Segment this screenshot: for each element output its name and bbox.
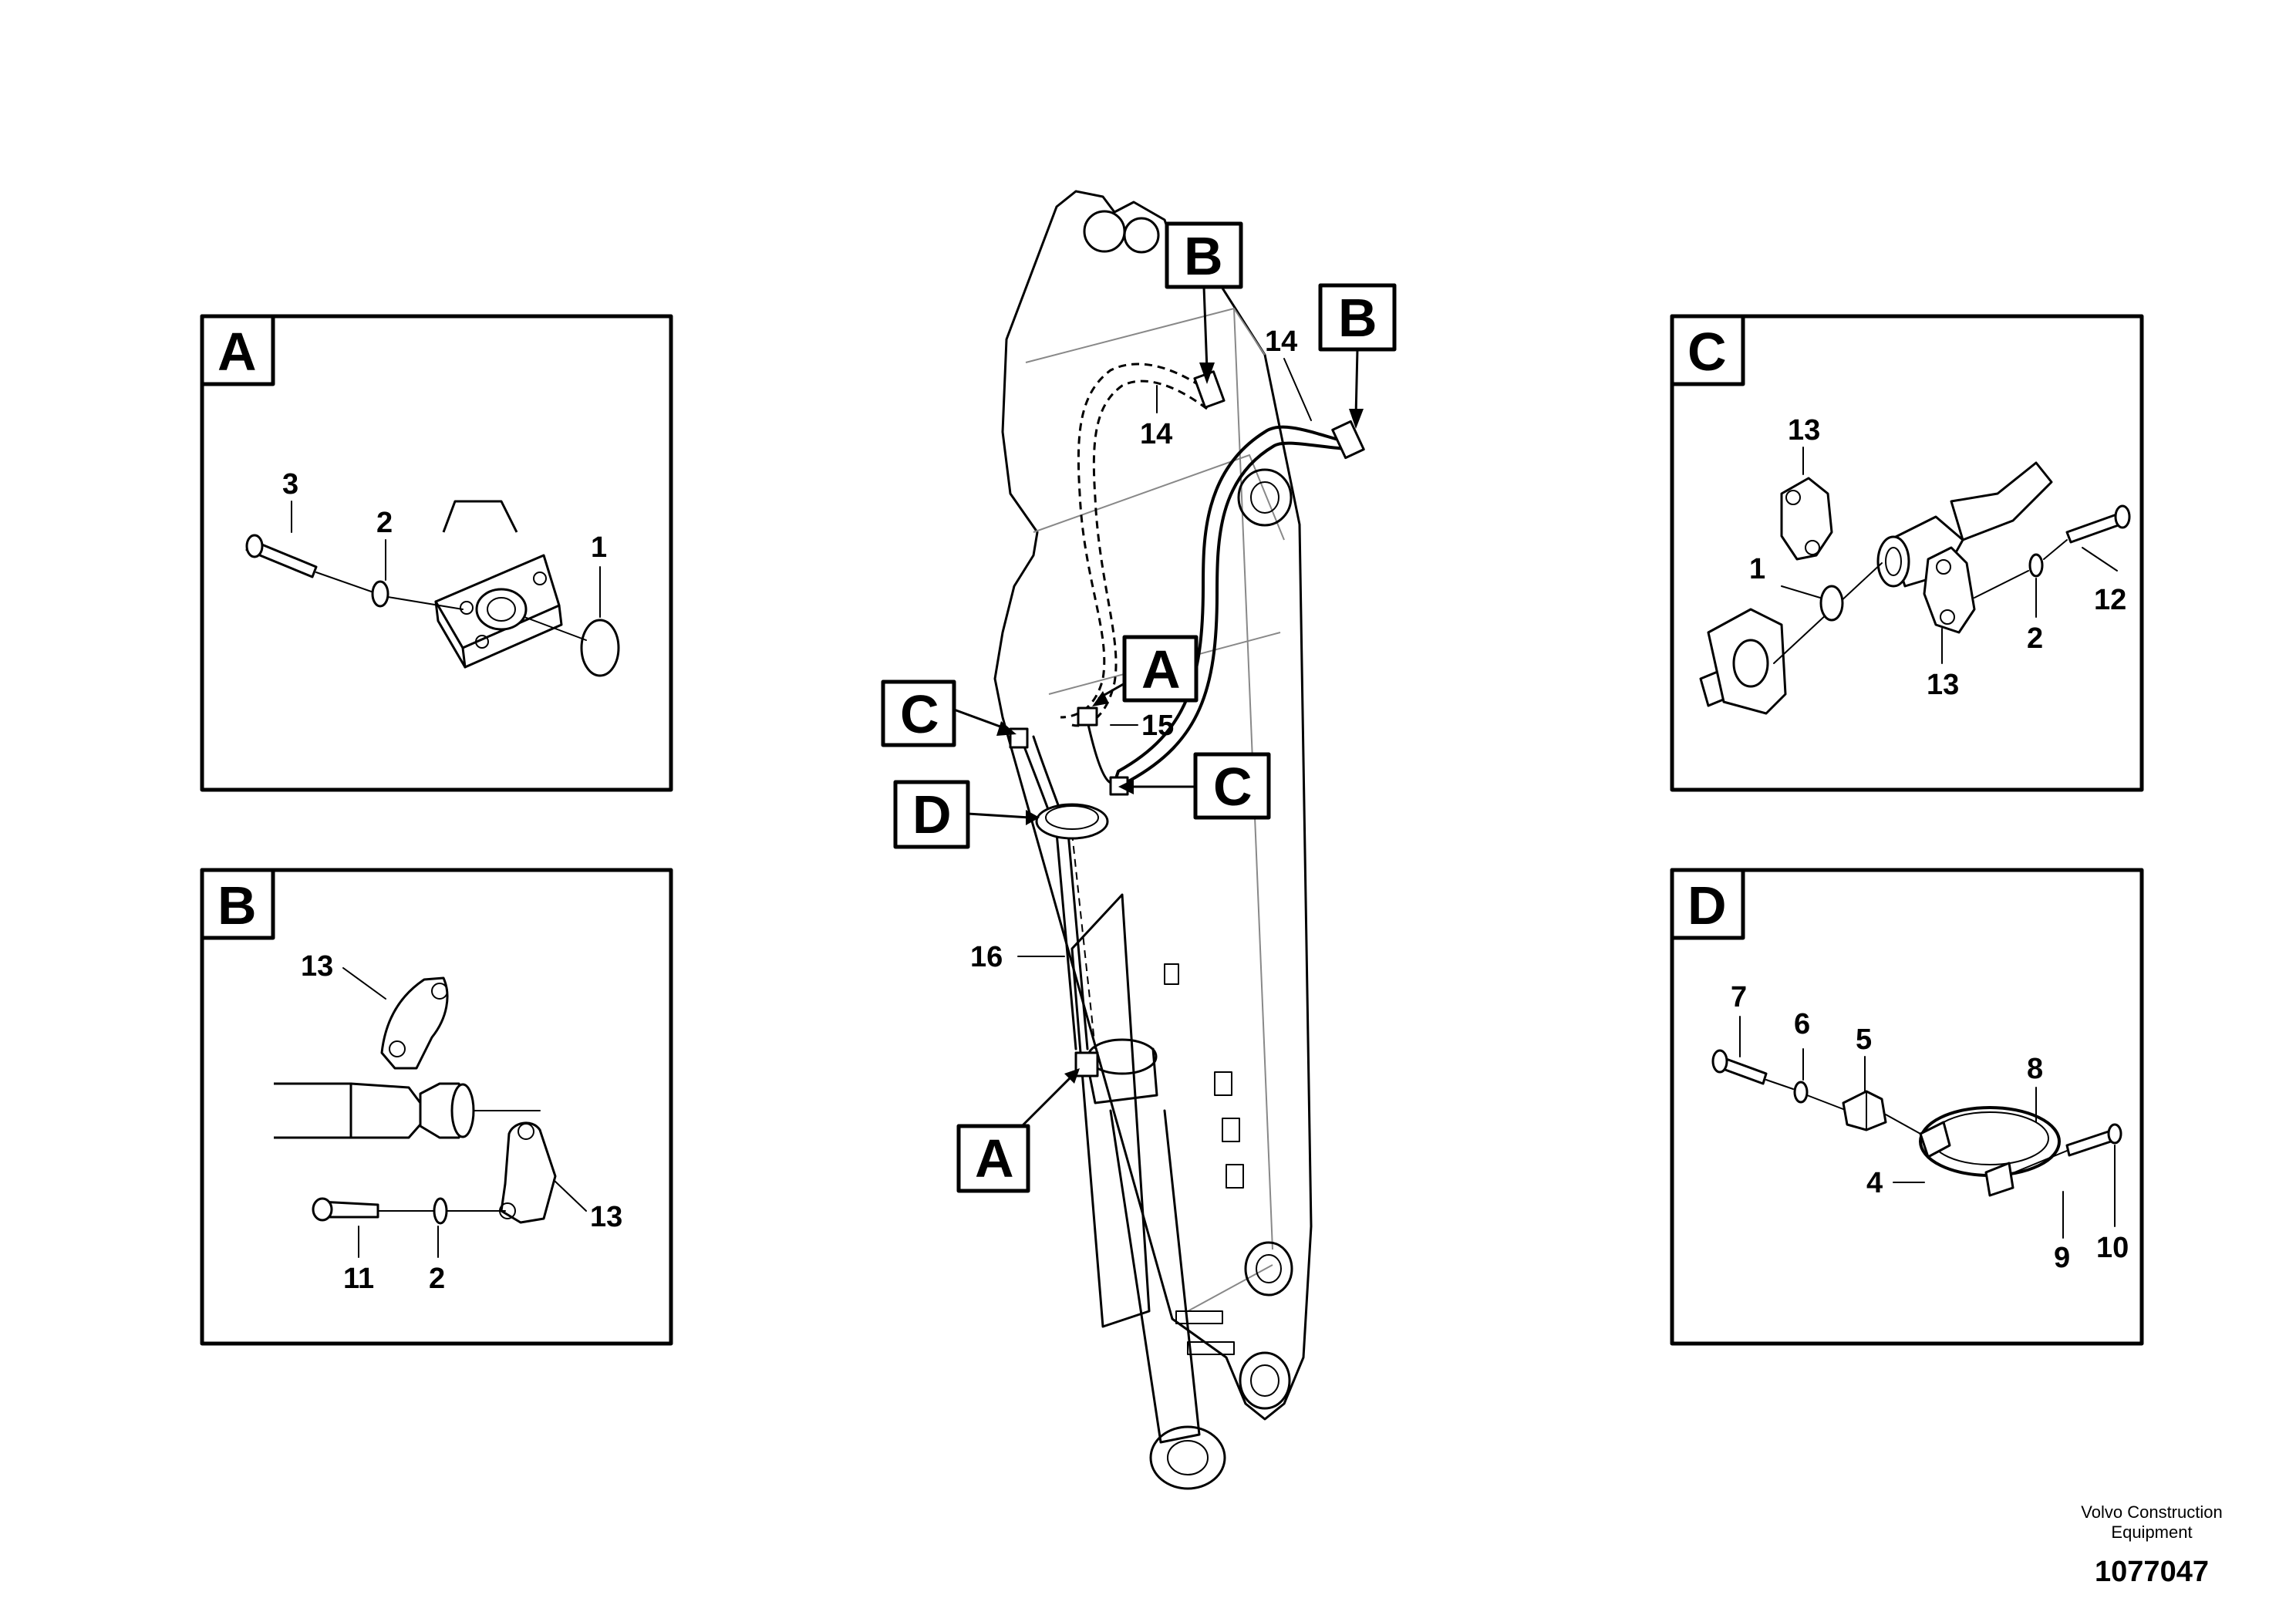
reference-boxes: B B A C C D A — [881, 221, 1397, 1193]
footer-company: Volvo Construction Equipment — [2081, 1502, 2223, 1542]
ref-box-c1 — [881, 679, 956, 747]
detail-d-callout-10: 10 — [2096, 1232, 2129, 1264]
detail-d-tag: D — [1687, 875, 1727, 936]
detail-d-callout-6: 6 — [1794, 1008, 1810, 1040]
detail-d-callout-7: 7 — [1731, 981, 1747, 1013]
boom-illustration — [993, 190, 1313, 1490]
callout-14-lower: 14 — [1140, 418, 1172, 450]
ref-label-b2: B — [1338, 288, 1377, 348]
detail-c-tag: C — [1687, 322, 1727, 382]
detail-d-callout-8: 8 — [2027, 1053, 2043, 1085]
detail-a-callout-2: 2 — [376, 507, 393, 539]
detail-panel-a: A 3 2 1 — [200, 314, 673, 792]
hose-routing — [1020, 363, 1347, 1050]
ref-box-a2 — [956, 1124, 1030, 1193]
detail-d-callout-5: 5 — [1856, 1023, 1872, 1056]
ref-label-a2: A — [975, 1128, 1014, 1189]
detail-a-callout-1: 1 — [591, 531, 607, 564]
ref-box-c2 — [1193, 752, 1271, 820]
ref-box-b2 — [1318, 283, 1397, 352]
detail-panel-c: C 13 1 12 2 13 — [1670, 314, 2144, 792]
detail-d-callout-4: 4 — [1866, 1167, 1883, 1199]
detail-b-callout-2: 2 — [429, 1263, 445, 1295]
detail-c-callout-1: 1 — [1749, 553, 1765, 585]
ref-box-b1 — [1165, 221, 1243, 289]
detail-panel-d: D 7 6 5 8 4 9 10 — [1670, 868, 2144, 1346]
footer-drawing-number: 1077047 — [2095, 1556, 2209, 1588]
detail-c-callout-13-upper: 13 — [1788, 414, 1820, 447]
callout-14-upper: 14 — [1265, 325, 1297, 358]
detail-b-tag: B — [217, 875, 257, 936]
ref-label-c2: C — [1213, 757, 1253, 817]
detail-a-tag: A — [217, 322, 257, 382]
main-callouts: 14 14 15 16 — [970, 325, 1312, 973]
detail-panel-b: B 13 13 11 2 — [200, 868, 673, 1346]
ref-box-a1 — [1122, 635, 1199, 703]
detail-b-callout-13-lower: 13 — [590, 1201, 622, 1233]
detail-b-callout-13-upper: 13 — [301, 950, 333, 983]
detail-d-callout-9: 9 — [2054, 1242, 2070, 1274]
ref-label-d: D — [912, 784, 952, 845]
detail-c-callout-2: 2 — [2027, 622, 2043, 655]
callout-16: 16 — [970, 941, 1003, 973]
ref-label-b1: B — [1184, 226, 1223, 286]
ref-box-d — [893, 780, 970, 849]
detail-b-callout-11: 11 — [343, 1263, 374, 1295]
ref-label-c1: C — [900, 684, 939, 744]
detail-c-callout-13-lower: 13 — [1927, 669, 1959, 701]
ref-label-a1: A — [1141, 639, 1181, 700]
callout-15: 15 — [1141, 710, 1174, 742]
detail-c-callout-12: 12 — [2094, 584, 2126, 616]
detail-a-callout-3: 3 — [282, 468, 298, 501]
